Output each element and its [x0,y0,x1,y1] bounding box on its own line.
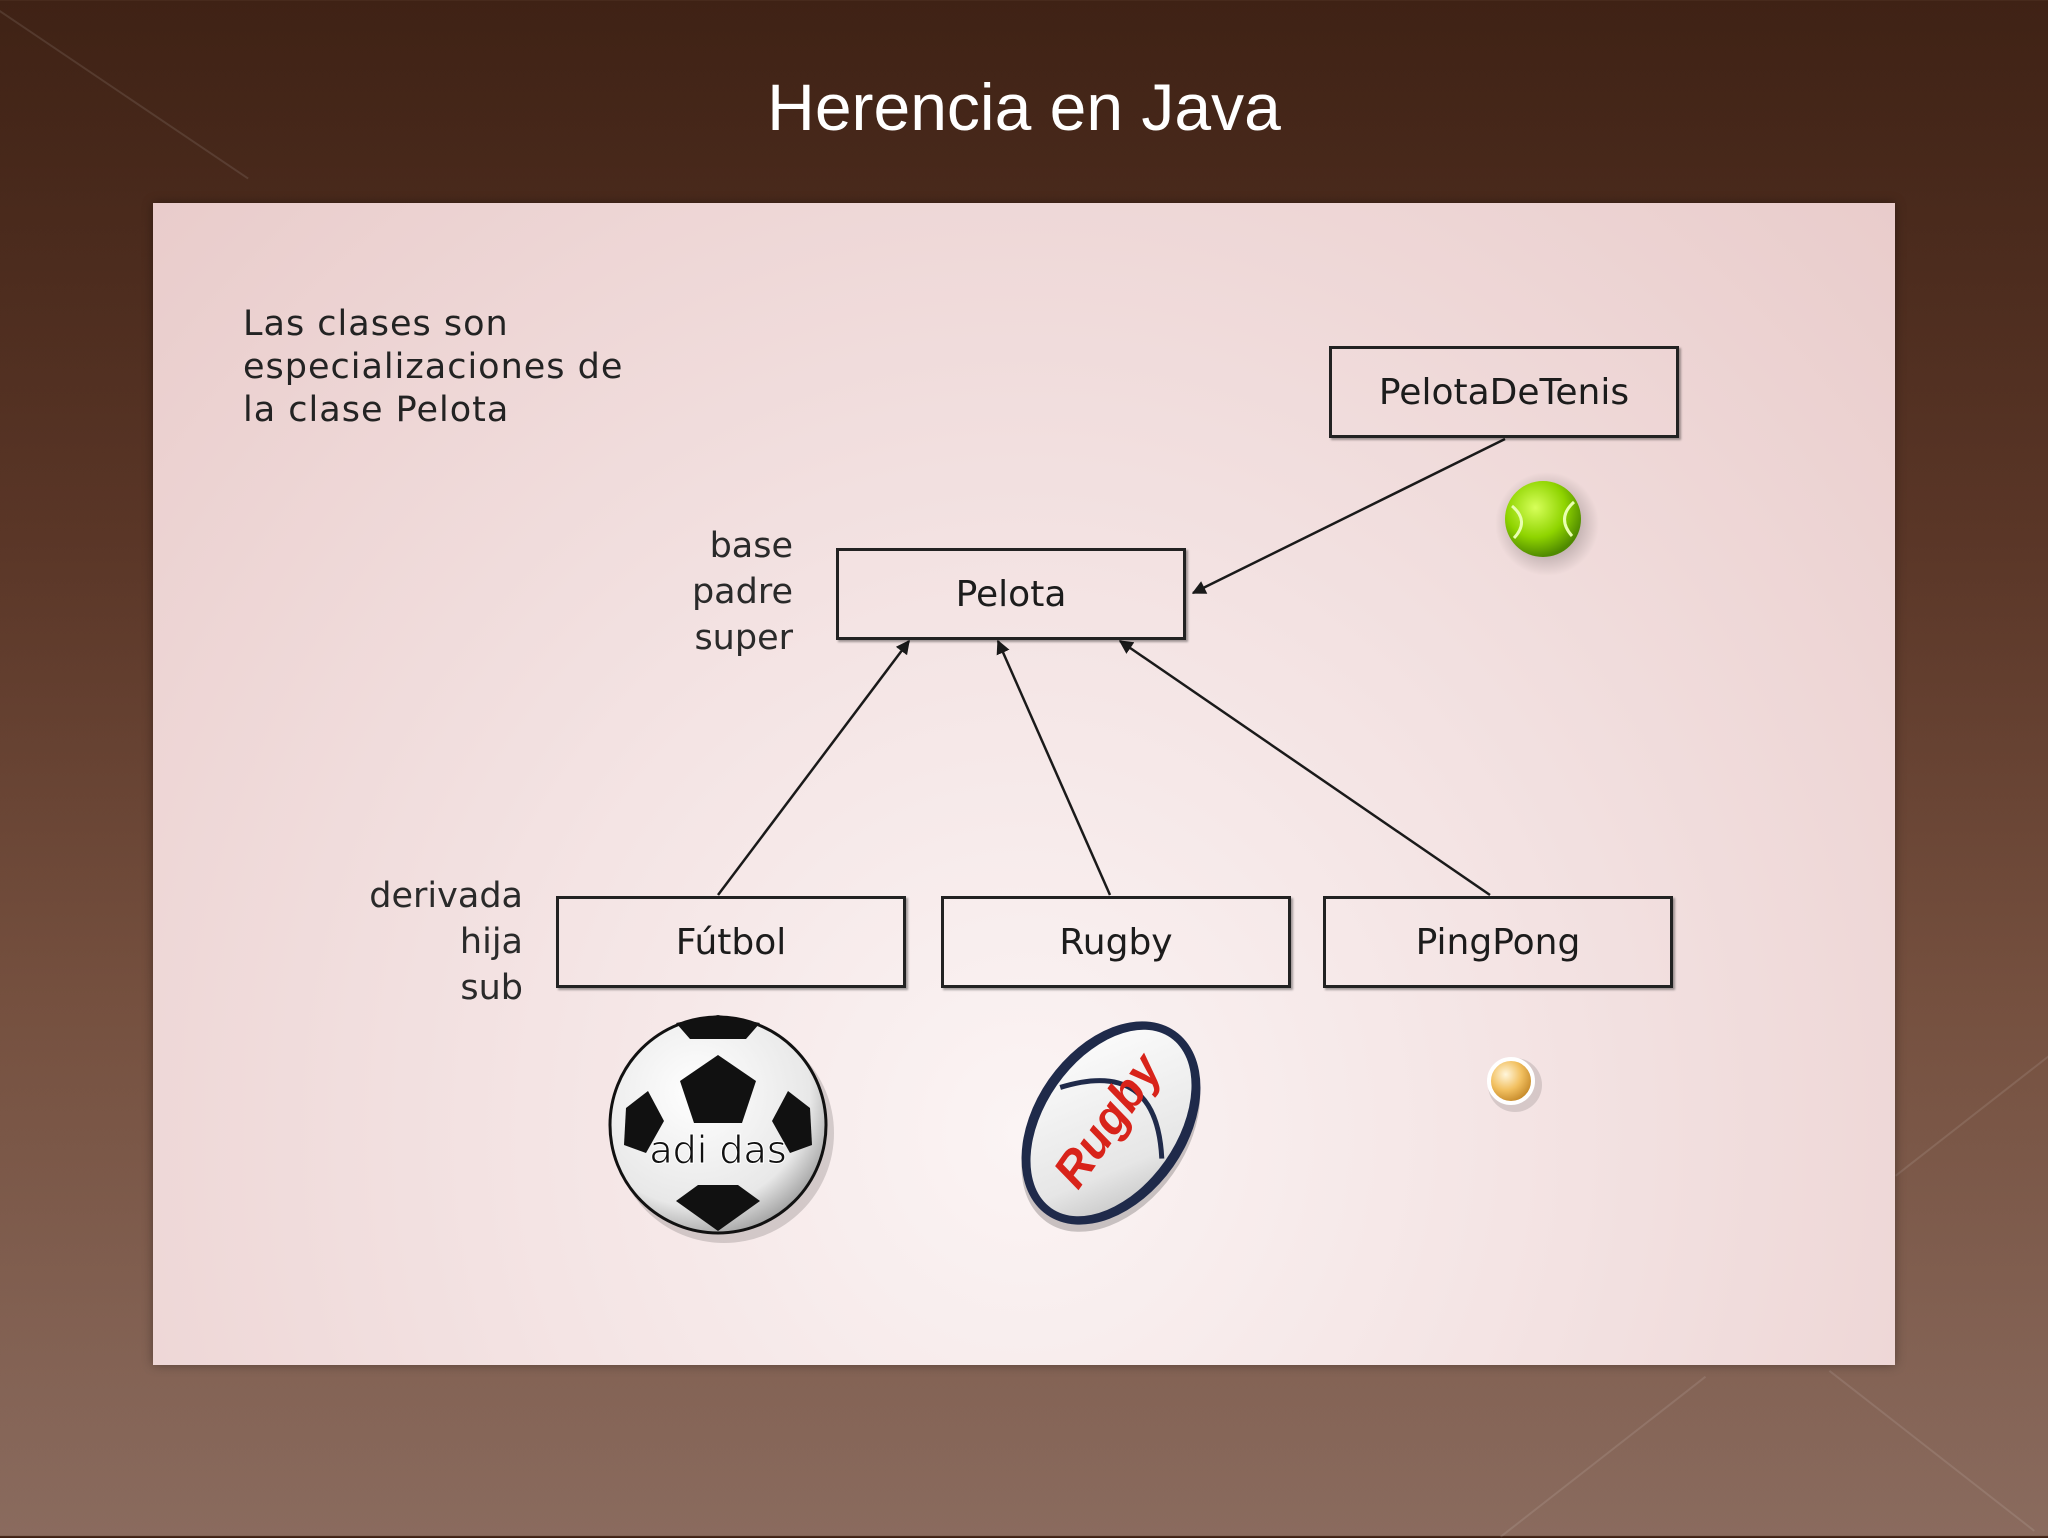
soccer-ball-brand: adi das [649,1128,786,1172]
arrow-pingpong-to-pelota [1118,639,1491,897]
caption-line: la clase Pelota [243,390,510,430]
derived-class-roles: derivada hija sub [323,873,523,1011]
base-class-roles: base padre super [613,523,793,661]
arrow-tenis-to-pelota [1191,437,1506,595]
rugby-ball-icon: Rugby [1021,1021,1201,1232]
arrow-futbol-to-pelota [717,639,910,896]
class-box-pelota-de-tenis: PelotaDeTenis [1329,346,1679,438]
class-box-rugby: Rugby [941,896,1291,988]
soccer-ball-icon: adi das [608,1015,834,1243]
background-line [1828,1370,2035,1532]
arrow-rugby-to-pelota [996,639,1112,896]
diagram-caption: Las clases son especializaciones de la c… [243,303,763,432]
caption-line: especializaciones de [243,347,624,387]
pingpong-ball-icon [1487,1057,1542,1112]
class-box-pingpong: PingPong [1323,896,1673,988]
class-box-futbol: Fútbol [556,896,906,988]
role-label: base [709,526,793,566]
inheritance-diagram: Las clases son especializaciones de la c… [153,203,1895,1365]
role-label: super [694,618,793,658]
role-label: sub [460,968,523,1008]
caption-line: Las clases son [243,304,509,344]
tennis-ball-icon [1495,472,1599,576]
role-label: padre [691,572,793,612]
role-label: derivada [369,876,523,916]
background-line [1500,1375,1707,1538]
background-line [1895,1051,2048,1177]
class-box-pelota: Pelota [836,548,1186,640]
inheritance-arrows [717,437,1506,897]
role-label: hija [459,922,523,962]
slide-title: Herencia en Java [767,70,1281,144]
